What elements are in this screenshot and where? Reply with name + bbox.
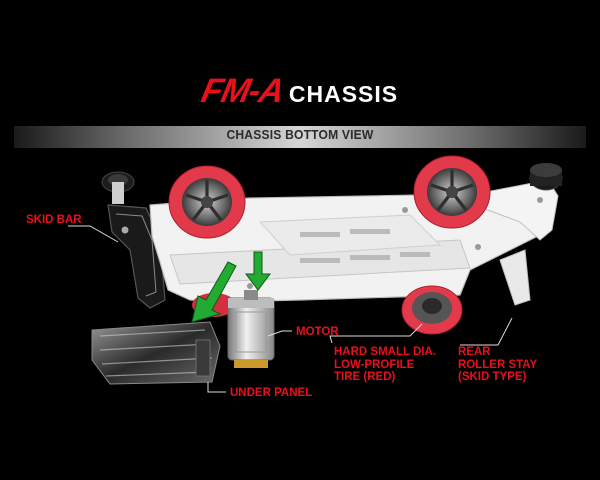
label-motor-text: MOTOR [296,326,339,338]
label-under-panel-text: UNDER PANEL [230,387,313,399]
label-under-panel: UNDER PANEL [230,387,312,400]
motor [227,290,275,368]
label-rear-line-2: ROLLER STAY [458,358,538,371]
label-skid-bar-text: SKID BAR [26,214,82,226]
green-arrow-icon [191,251,271,323]
label-rear-line-3: (SKID TYPE) [458,371,527,383]
banner-bar [14,126,586,148]
rear-tire-bottom [401,285,463,335]
page-title: FM-ACHASSIS [0,72,600,111]
label-tire-line-3: TIRE (RED) [334,371,396,383]
front-tire [168,165,246,239]
rear-tire-top [413,155,491,229]
label-rear-line-1: REAR [458,346,491,358]
under-panel [91,321,221,385]
banner-text: CHASSIS BOTTOM VIEW [226,127,374,142]
label-tire-line-1: HARD SMALL DIA. [334,346,437,358]
title-word: CHASSIS [288,81,399,107]
rear-roller [529,163,563,191]
front-roller [101,171,135,204]
label-skid-bar: SKID BAR [26,214,82,227]
label-tire: HARD SMALL DIA. LOW-PROFILE TIRE (RED) [334,346,436,384]
leader-lines [68,225,513,393]
label-tire-line-2: LOW-PROFILE [334,358,415,371]
label-motor: MOTOR [296,326,339,339]
label-rear-roller-stay: REAR ROLLER STAY (SKID TYPE) [458,346,537,384]
